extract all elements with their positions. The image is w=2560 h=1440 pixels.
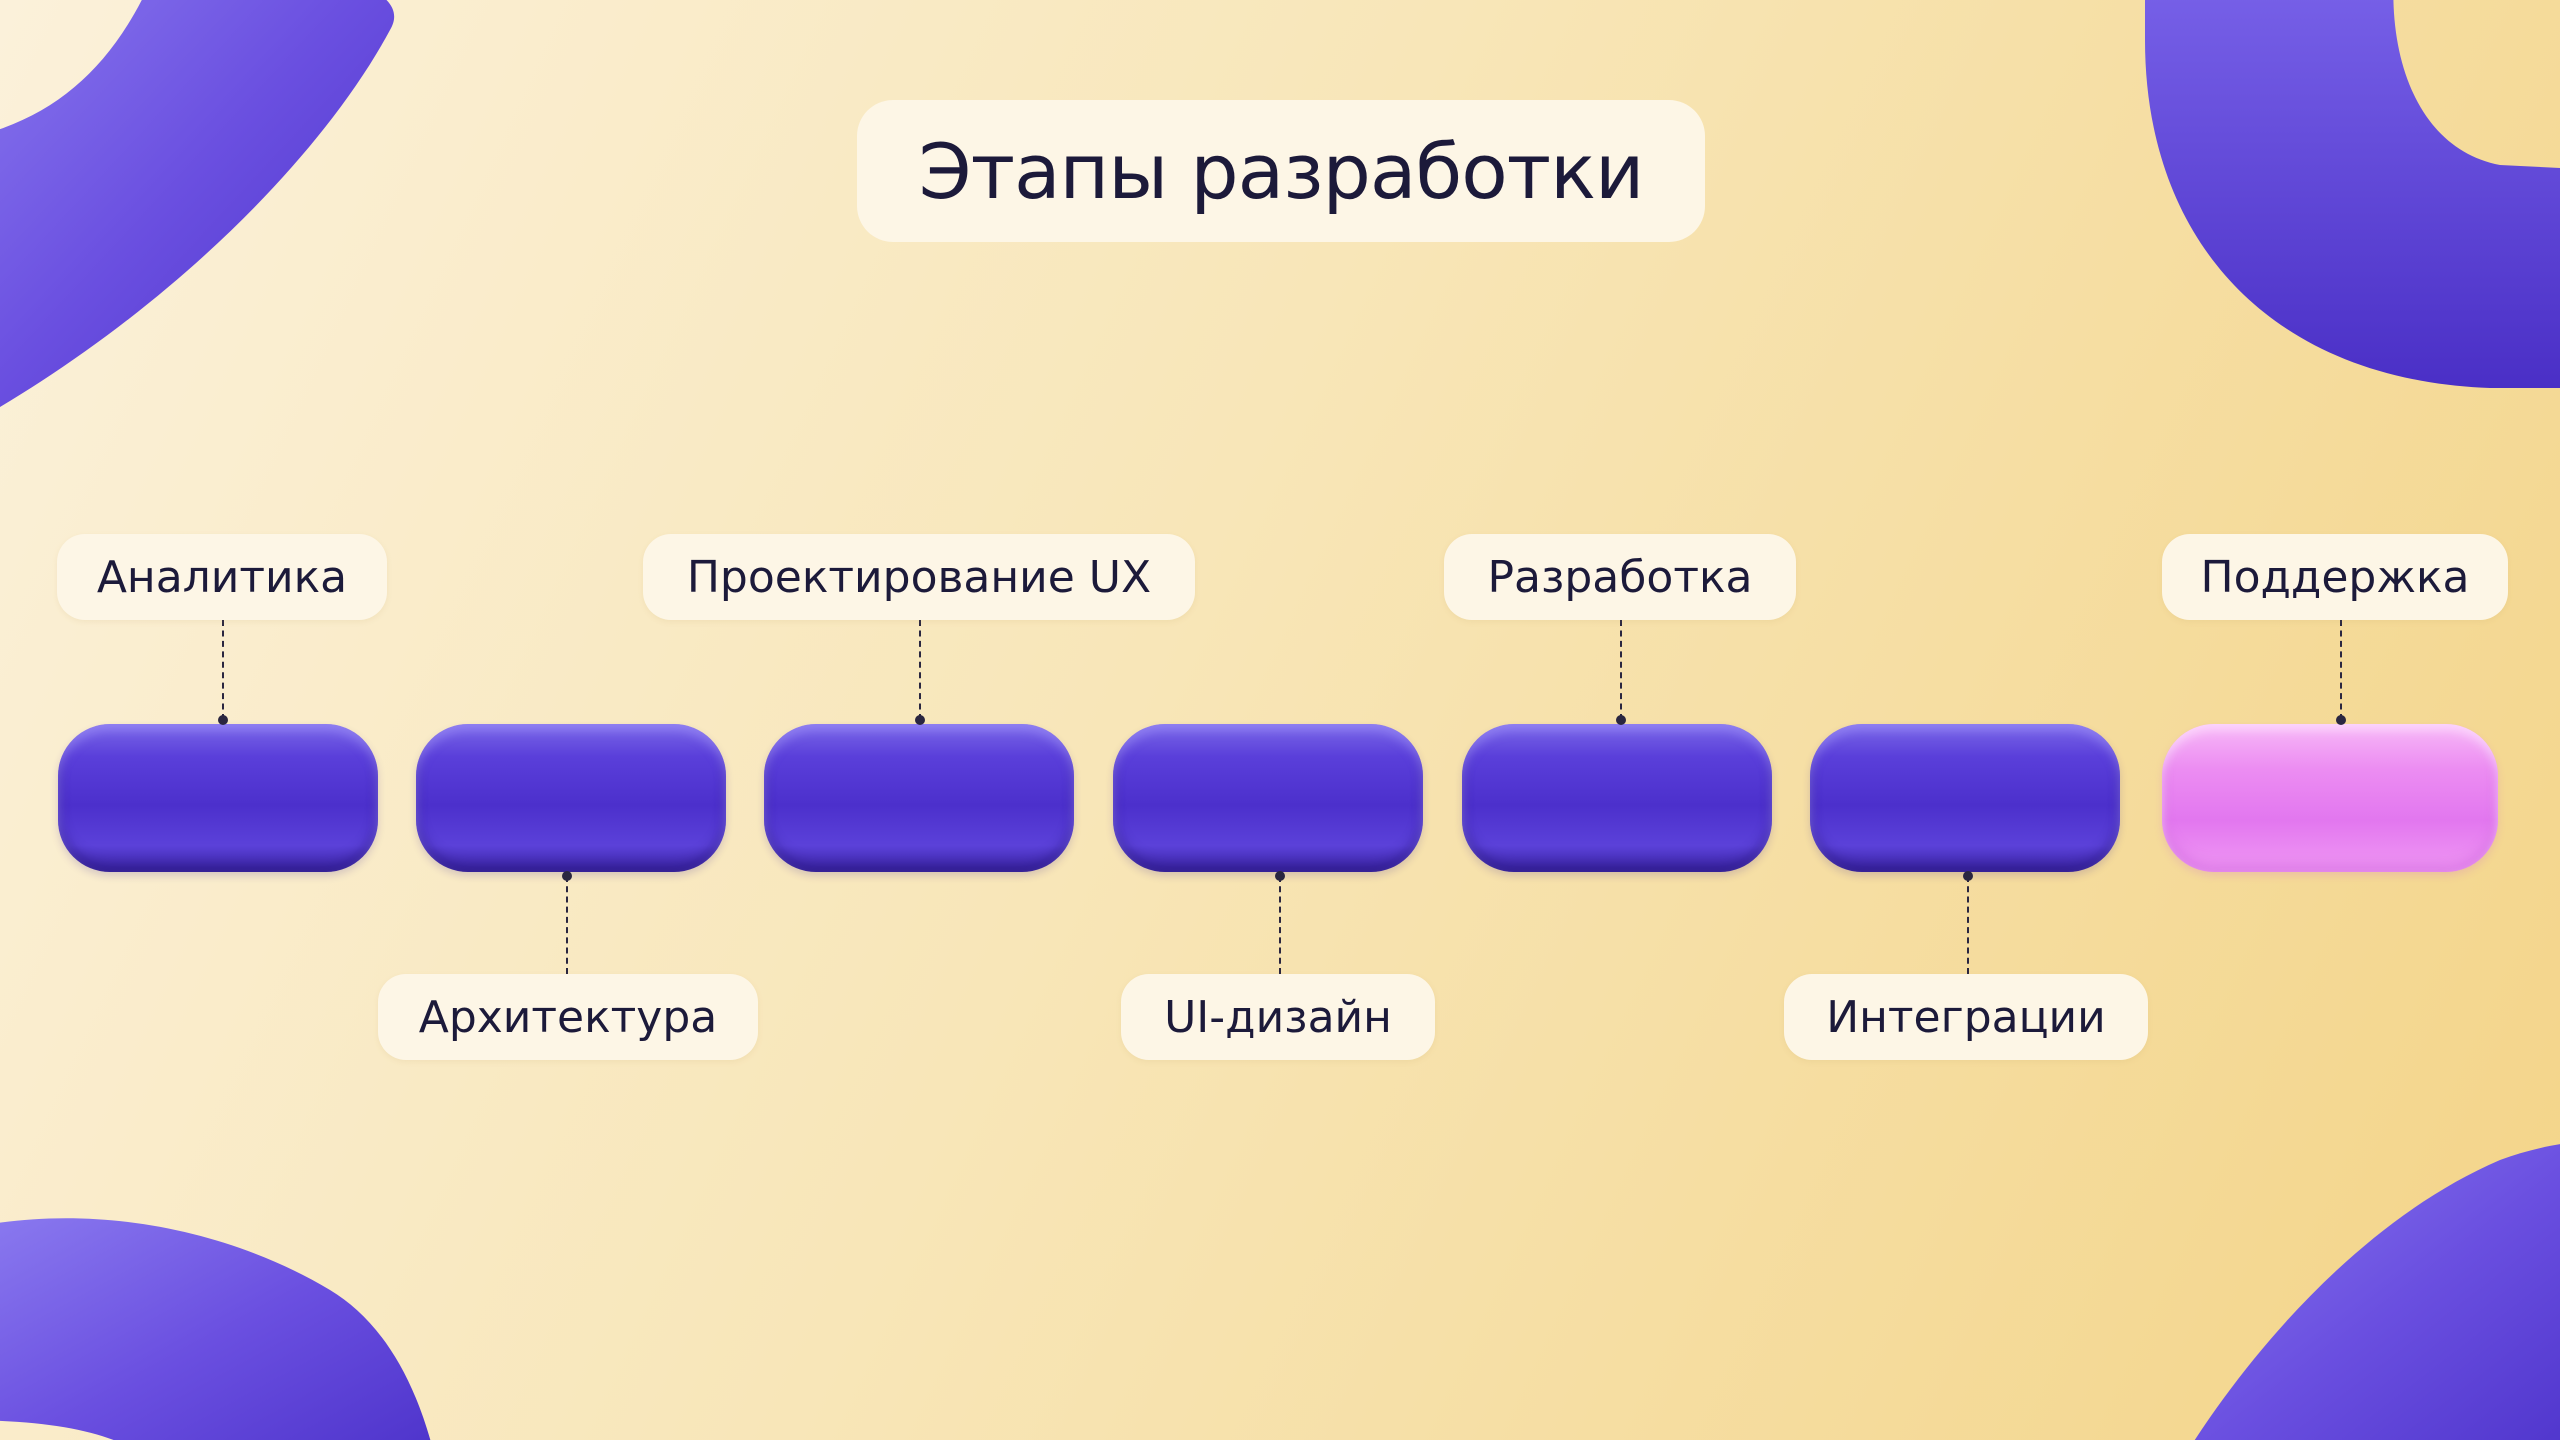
- stage-label: UI-дизайн: [1164, 991, 1392, 1043]
- stage-label-card: Проектирование UX: [643, 534, 1195, 620]
- stage-label: Архитектура: [418, 991, 718, 1043]
- stage-connector: [1279, 876, 1281, 974]
- stage-connector: [222, 620, 224, 720]
- stage-pill-highlight: [2162, 724, 2498, 872]
- stage-label-card: Поддержка: [2162, 534, 2508, 620]
- connector-dot: [2336, 715, 2346, 725]
- stage-label: Интеграции: [1826, 991, 2106, 1043]
- stage-pill: [764, 724, 1074, 872]
- stage-pill: [58, 724, 378, 872]
- connector-dot: [915, 715, 925, 725]
- stage-label-card: Аналитика: [57, 534, 387, 620]
- connector-dot: [1275, 871, 1285, 881]
- connector-dot: [562, 871, 572, 881]
- title-card: Этапы разработки: [857, 100, 1705, 242]
- page-title: Этапы разработки: [918, 126, 1645, 216]
- stage-connector: [2340, 620, 2342, 720]
- stage-connector: [1967, 876, 1969, 974]
- stage-label: Разработка: [1487, 551, 1753, 603]
- ribbon-bottom-right: [2194, 1144, 2560, 1440]
- stage-pill: [1113, 724, 1423, 872]
- stage-label-card: Интеграции: [1784, 974, 2148, 1060]
- ribbon-top-left: [0, 0, 394, 407]
- connector-dot: [218, 715, 228, 725]
- stage-label: Проектирование UX: [686, 551, 1152, 603]
- connector-dot: [1963, 871, 1973, 881]
- stage-connector: [919, 620, 921, 720]
- connector-dot: [1616, 715, 1626, 725]
- stage-label: Аналитика: [96, 551, 348, 603]
- ribbon-bottom-left: [0, 1218, 431, 1440]
- ribbon-top-right: [2145, 0, 2560, 388]
- stage-label: Поддержка: [2200, 551, 2470, 603]
- stage-pill: [1462, 724, 1772, 872]
- stage-label-card: UI-дизайн: [1121, 974, 1435, 1060]
- stage-pill: [1810, 724, 2120, 872]
- stage-connector: [1620, 620, 1622, 720]
- stage-connector: [566, 876, 568, 974]
- stage-label-card: Разработка: [1444, 534, 1796, 620]
- stage-label-card: Архитектура: [378, 974, 758, 1060]
- stage-pill: [416, 724, 726, 872]
